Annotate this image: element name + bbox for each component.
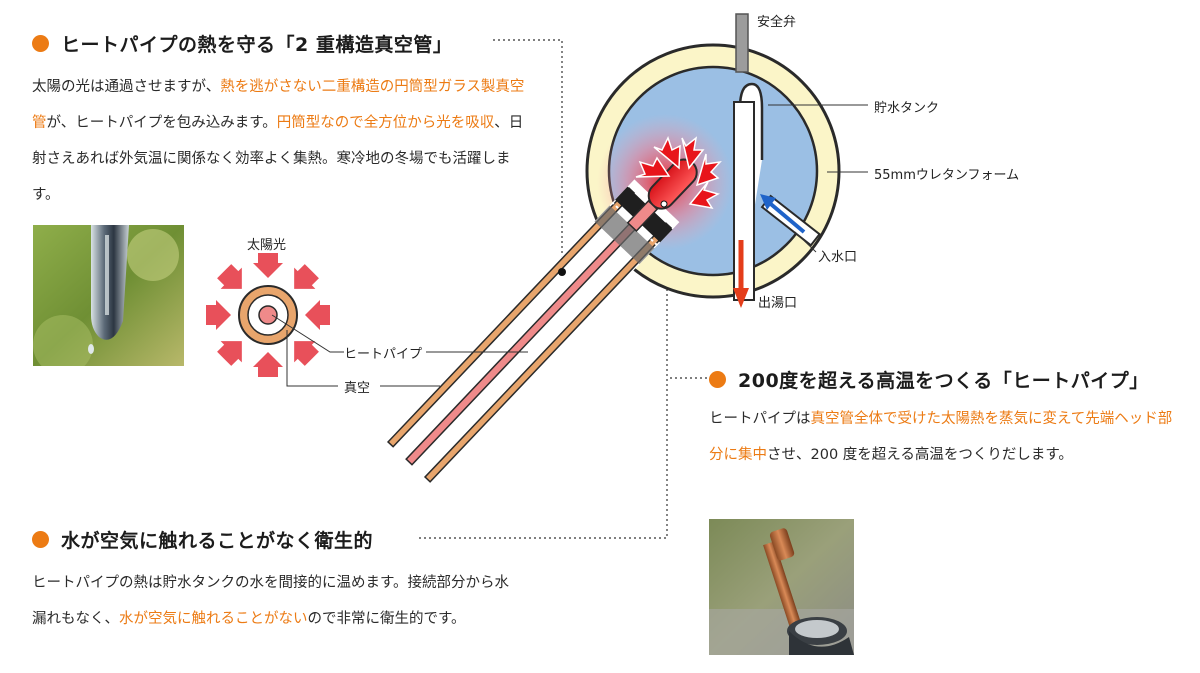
heat-pipe-body	[405, 211, 648, 466]
section-text-heat-pipe: ヒートパイプは真空管全体で受けた太陽熱を蒸気に変えて先端ヘッド部分に集中させ、2…	[709, 401, 1179, 473]
vacuum-tube-assembly	[386, 158, 698, 484]
highlight-text: 熱を逃がさない二重構造の円筒型ガラス製真空管	[32, 79, 525, 131]
section-heat-pipe: 200度を超える高温をつくる「ヒートパイプ」 ヒートパイプは真空管全体で受けた太…	[709, 366, 1179, 473]
label-hot-water-outlet: 出湯口	[758, 296, 798, 311]
highlight-text: 水が空気に触れることがない	[119, 611, 308, 627]
body-text: させ、200 度を超える高温をつくりだします。	[767, 447, 1073, 463]
label-heat-pipe: ヒートパイプ	[344, 343, 427, 362]
tube-wall-outer	[423, 222, 673, 483]
orange-bullet-icon	[709, 371, 726, 388]
label-safety-valve: 安全弁	[757, 15, 797, 30]
outlet-pipe-body	[733, 101, 755, 301]
highlight-text: 円筒型なので全方位から光を吸収	[276, 115, 495, 131]
section-text-hygiene: ヒートパイプの熱は貯水タンクの水を間接的に温めます。接続部分から水漏れもなく、水…	[32, 565, 522, 637]
body-text: ヒートパイプの熱は貯水タンクの水を間接的に温めます。接続部分から水漏れもなく、	[32, 575, 510, 627]
section-title-heat-pipe: 200度を超える高温をつくる「ヒートパイプ」	[738, 370, 1149, 392]
orange-bullet-icon	[32, 531, 49, 548]
tube-cross-section	[238, 285, 298, 345]
label-lines	[271, 104, 868, 387]
section-heading: 水が空気に触れることがなく衛生的	[32, 526, 522, 553]
safety-valve	[735, 13, 749, 73]
heat-pipe-photo	[709, 519, 854, 655]
vacuum-tube-photo	[33, 225, 184, 366]
label-vacuum: 真空	[344, 381, 371, 396]
section-vacuum-tube: ヒートパイプの熱を守る「2 重構造真空管」 太陽の光は通過させますが、熱を逃がさ…	[32, 30, 532, 213]
label-sunlight: 太陽光	[247, 238, 287, 253]
leader-line-vacuum	[493, 39, 563, 272]
leader-lines	[419, 39, 707, 539]
highlight-text: 真空管全体で受けた太陽熱を蒸気に変えて先端ヘッド部分に集中	[709, 411, 1173, 463]
label-water-inlet: 入水口	[818, 250, 858, 265]
sun-ray-arrow-icon	[206, 253, 330, 377]
heat-ray-arrow-icon	[635, 136, 722, 210]
body-text: 太陽の光は通過させますが、	[32, 79, 221, 95]
section-title-vacuum-tube: ヒートパイプの熱を守る「2 重構造真空管」	[61, 34, 453, 56]
label-storage-tank: 貯水タンク	[874, 101, 940, 116]
orange-bullet-icon	[32, 35, 49, 52]
label-urethane-foam: 55mmウレタンフォーム	[874, 168, 1020, 183]
inlet-arrow-icon	[760, 194, 776, 210]
section-text-vacuum-tube: 太陽の光は通過させますが、熱を逃がさない二重構造の円筒型ガラス製真空管が、ヒート…	[32, 69, 532, 213]
section-heading: ヒートパイプの熱を守る「2 重構造真空管」	[32, 30, 532, 57]
section-title-hygiene: 水が空気に触れることがなく衛生的	[61, 530, 374, 552]
body-text: ので非常に衛生的です。	[307, 611, 466, 627]
outlet-arrow-icon	[733, 288, 749, 308]
section-hygiene: 水が空気に触れることがなく衛生的 ヒートパイプの熱は貯水タンクの水を間接的に温め…	[32, 526, 522, 637]
tube-wall-outer	[386, 186, 636, 448]
section-heading: 200度を超える高温をつくる「ヒートパイプ」	[709, 366, 1179, 393]
body-text: ヒートパイプは	[709, 411, 811, 427]
body-text: が、ヒートパイプを包み込みます。	[46, 115, 277, 131]
body-text: 、日射さえあれば外気温に関係なく効率よく集熱。寒冷地の冬場でも活躍します。	[32, 115, 524, 203]
